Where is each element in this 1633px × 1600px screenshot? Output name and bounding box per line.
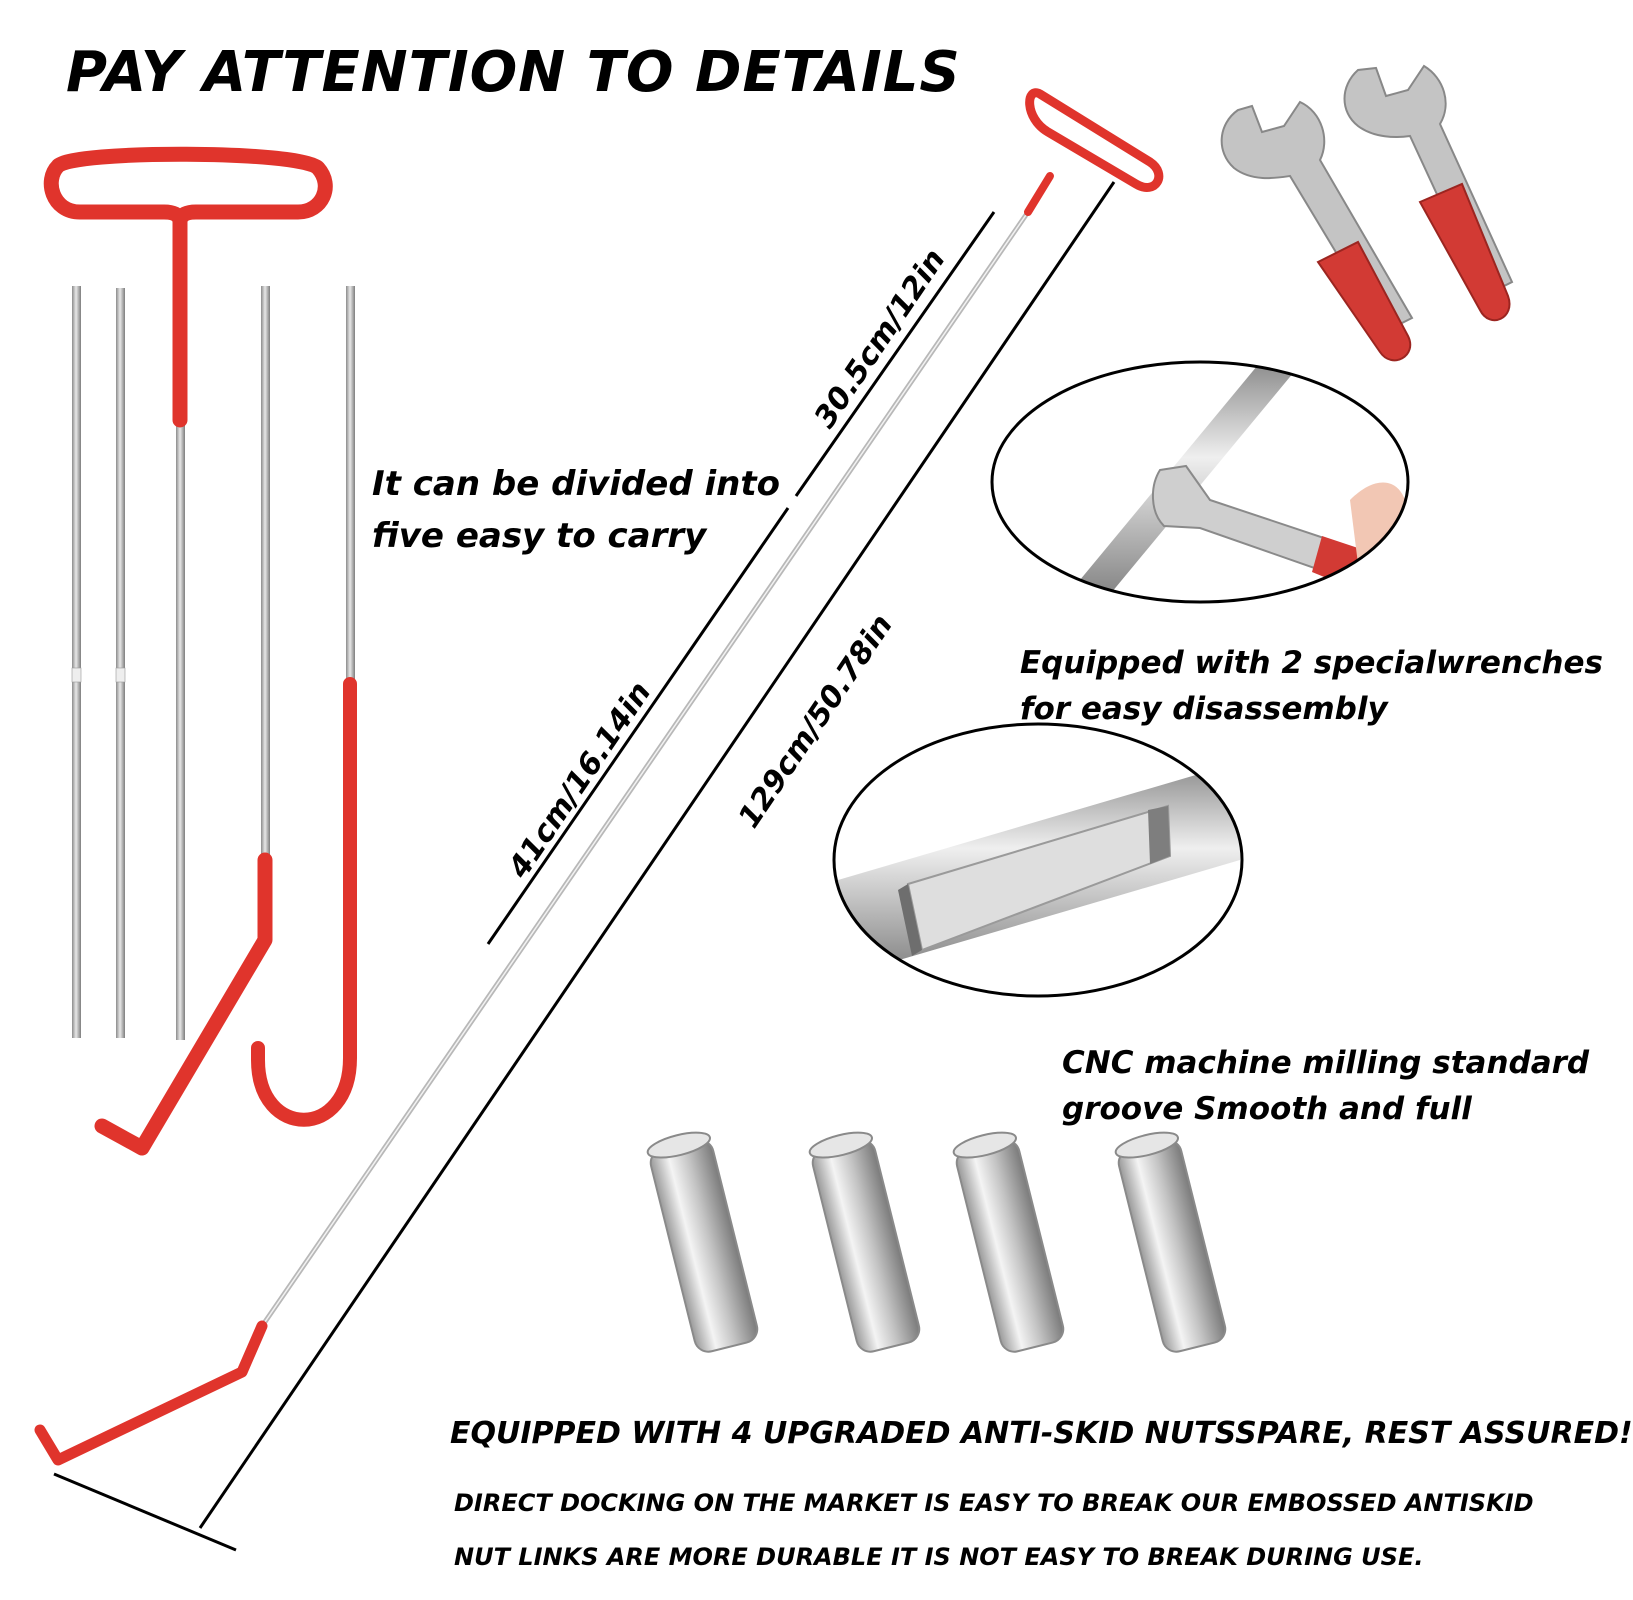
j-hook-rod (251, 286, 357, 1127)
divided-caption: It can be divided into five easy to carr… (372, 458, 780, 562)
red-t-handle (1025, 88, 1164, 192)
groove-detail-closeup (832, 722, 1244, 998)
anti-skid-nut (646, 1131, 759, 1353)
wrench (1220, 100, 1414, 362)
anti-skid-nut (808, 1131, 921, 1353)
wrench-red-grip (1418, 182, 1511, 322)
product-illustration: 30.5cm/12in 41cm/16.14in 129cm/50.78in (34, 64, 1514, 1552)
wrench-red-grip (1316, 240, 1412, 362)
anti-skid-nut (952, 1131, 1065, 1353)
caption-line: DIRECT DOCKING ON THE MARKET IS EASY TO … (454, 1489, 1534, 1517)
nuts-body: DIRECT DOCKING ON THE MARKET IS EASY TO … (454, 1476, 1534, 1584)
caption-line: five easy to carry (372, 516, 707, 556)
caption-line: NUT LINKS ARE MORE DURABLE IT IS NOT EAS… (454, 1543, 1424, 1571)
red-t-handle (43, 146, 333, 428)
page-heading: PAY ATTENTION TO DETAILS (66, 40, 961, 105)
extension-rod (115, 288, 126, 1038)
cnc-caption: CNC machine milling standard groove Smoo… (1062, 1040, 1589, 1132)
caption-line: CNC machine milling standard (1062, 1045, 1590, 1081)
caption-line: for easy disassembly (1020, 691, 1388, 727)
caption-line: groove Smooth and full (1062, 1091, 1472, 1127)
nuts-title: EQUIPPED WITH 4 UPGRADED ANTI-SKID NUTSS… (450, 1416, 1633, 1451)
wrench (1343, 64, 1514, 322)
wrenches-caption: Equipped with 2 specialwrenches for easy… (1020, 640, 1603, 732)
dimension-lines (53, 181, 1116, 1552)
t-handle-rod (43, 146, 333, 1040)
extension-rod (71, 286, 82, 1038)
assembled-rod (34, 88, 1164, 1466)
disassembled-rods (43, 146, 357, 1156)
angled-hook-rod (94, 286, 273, 1156)
caption-line: Equipped with 2 specialwrenches (1020, 645, 1603, 681)
wrench-detail-closeup (990, 360, 1410, 604)
dimension-label-top: 30.5cm/12in (808, 243, 953, 435)
anti-skid-nut (1114, 1131, 1227, 1353)
caption-line: It can be divided into (372, 464, 780, 504)
